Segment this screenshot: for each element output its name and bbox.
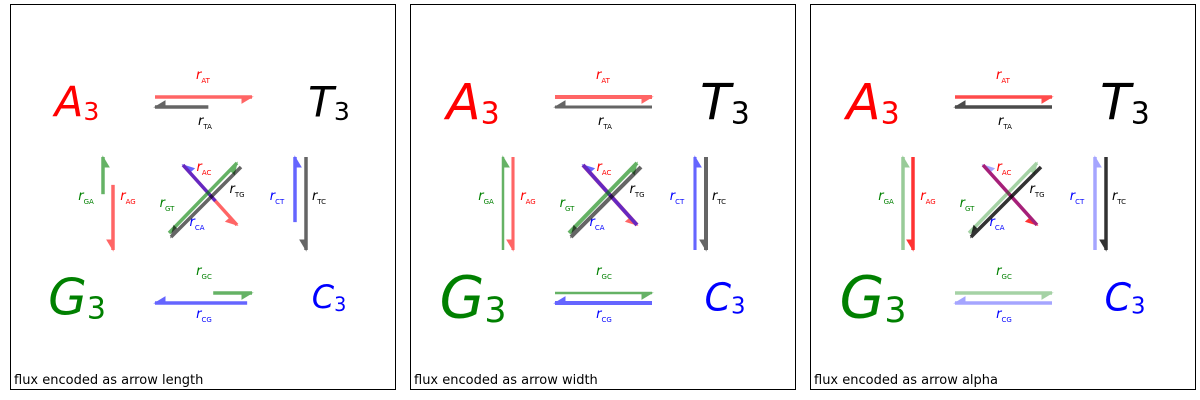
arrow-ta (153, 100, 209, 109)
node-a: A3 (52, 78, 100, 127)
edge-label-ta: rTA (998, 114, 1012, 131)
edge-label-tc: rTC (712, 189, 726, 206)
node-g: G3 (839, 263, 906, 331)
edge-label-tg: rTG (229, 182, 244, 199)
arrow-gt (967, 161, 1039, 235)
edge-label-ga: rGA (878, 189, 894, 206)
arrow-at (555, 95, 654, 104)
arrow-gc (213, 291, 254, 300)
edge-label-ac: rAC (997, 160, 1012, 177)
arrow-ag (506, 157, 515, 252)
edge-label-gc: rGC (596, 264, 612, 281)
arrow-ct (293, 155, 302, 223)
edge-label-at: rAT (596, 68, 611, 85)
panel-caption: flux encoded as arrow length (14, 373, 204, 388)
edge-label-ga: rGA (478, 189, 494, 206)
edge-label-gc: rGC (196, 264, 212, 281)
arrow-tg (569, 165, 643, 239)
edge-label-cg: rCG (596, 307, 612, 324)
edge-label-ct: rCT (1070, 189, 1085, 206)
edge-label-at: rAT (996, 68, 1011, 85)
edge-label-tg: rTG (629, 182, 644, 199)
arrow-ga (901, 155, 910, 250)
edge-label-ag: rAG (520, 189, 535, 206)
arrow-tc (699, 157, 708, 252)
edge-label-ca: rCA (989, 215, 1004, 232)
arrow-tg (969, 165, 1043, 239)
node-t: T3 (700, 74, 750, 132)
panel-caption: flux encoded as arrow alpha (814, 373, 998, 388)
node-c: C3 (312, 278, 347, 316)
arrow-ta (953, 100, 1052, 109)
edge-label-at: rAT (196, 68, 211, 85)
panel-caption: flux encoded as arrow width (414, 373, 598, 388)
arrow-ac (981, 163, 1039, 227)
edge-label-ga: rGA (78, 189, 94, 206)
arrow-ct (1093, 155, 1102, 250)
edge-label-ct: rCT (270, 189, 285, 206)
edge-label-ac: rAC (597, 160, 612, 177)
arrow-ag (906, 157, 915, 252)
arrow-ga (101, 155, 110, 195)
edge-label-gt: rGT (960, 196, 976, 213)
arrow-ta (553, 100, 652, 109)
arrow-tc (299, 157, 308, 252)
edge-label-tg: rTG (1029, 182, 1044, 199)
arrow-ca (181, 163, 217, 203)
arrow-ca (981, 163, 1039, 227)
arrow-at (955, 95, 1054, 104)
edge-label-ct: rCT (670, 189, 685, 206)
arrow-cg (553, 296, 652, 305)
edge-label-tc: rTC (312, 189, 326, 206)
arrow-ct (693, 155, 702, 250)
node-c: C3 (1104, 275, 1145, 319)
node-c: C3 (704, 275, 745, 319)
arrow-gt (167, 161, 239, 235)
edge-label-ca: rCA (589, 215, 604, 232)
edge-label-cg: rCG (196, 307, 212, 324)
arrow-ag (106, 184, 115, 252)
edge-label-ta: rTA (598, 114, 612, 131)
edge-label-gc: rGC (996, 264, 1012, 281)
edge-label-tc: rTC (1112, 189, 1126, 206)
arrow-tc (1099, 157, 1108, 252)
node-t: T3 (308, 78, 350, 127)
edge-label-ca: rCA (189, 215, 204, 232)
node-t: T3 (1100, 74, 1150, 132)
node-g: G3 (439, 263, 506, 331)
arrow-at (155, 95, 254, 104)
edge-label-ta: rTA (198, 114, 212, 131)
node-g: G3 (48, 269, 106, 327)
edge-label-ag: rAG (120, 189, 135, 206)
edge-label-cg: rCG (996, 307, 1012, 324)
arrow-tg (169, 165, 243, 239)
edge-label-gt: rGT (560, 196, 576, 213)
edge-label-ag: rAG (920, 189, 935, 206)
arrow-gc (555, 291, 654, 300)
arrow-ga (501, 155, 510, 250)
node-a: A3 (843, 74, 899, 132)
arrow-gt (567, 161, 639, 235)
edge-label-ac: rAC (197, 160, 212, 177)
arrow-cg (153, 296, 248, 305)
arrow-gc (955, 291, 1054, 300)
arrow-ca (581, 163, 639, 227)
node-a: A3 (443, 74, 499, 132)
arrow-cg (953, 296, 1052, 305)
edge-label-gt: rGT (160, 196, 176, 213)
